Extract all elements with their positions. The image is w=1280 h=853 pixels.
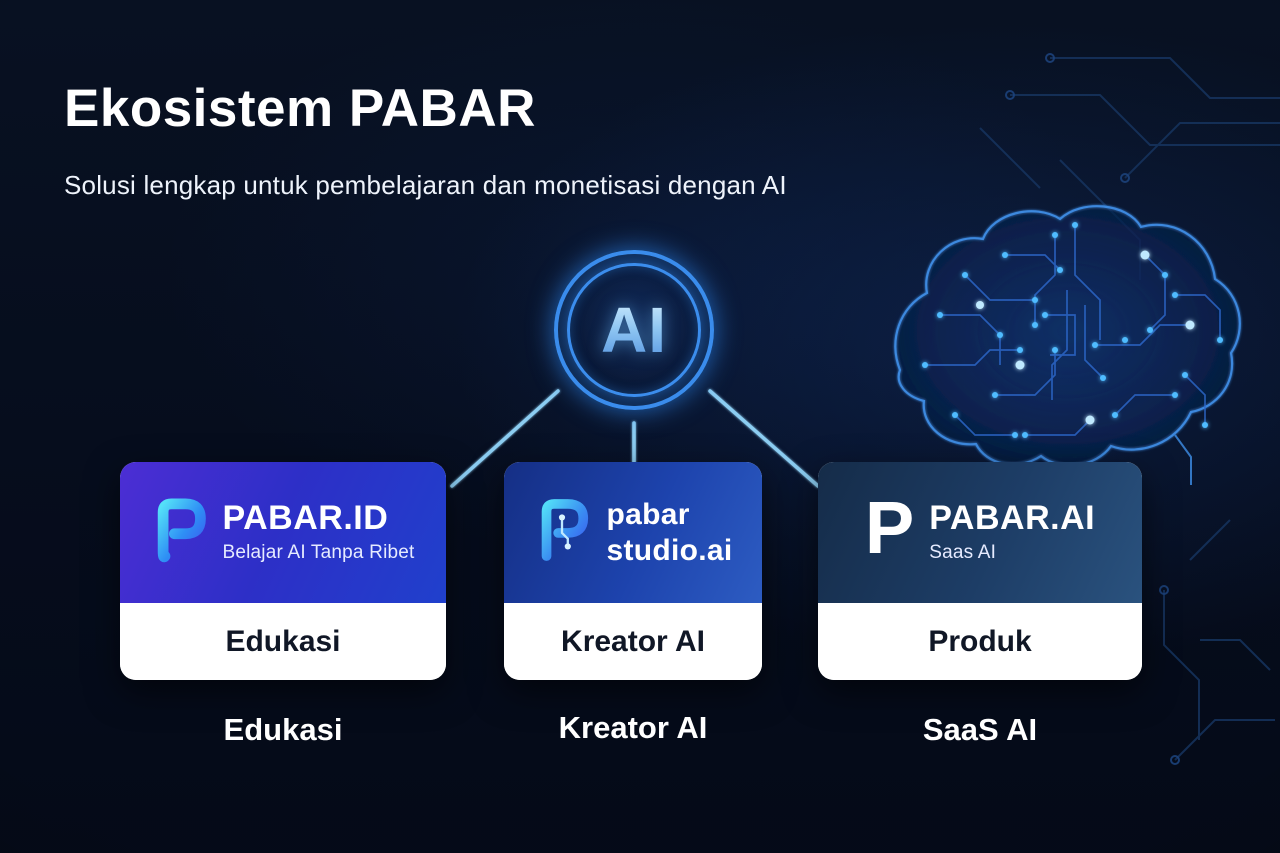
- card-pabar-studio-category: Kreator AI: [561, 624, 705, 658]
- card-pabar-ai: P PABAR.AI Saas AI Produk: [818, 462, 1142, 680]
- card-pabar-id: PABAR.ID Belajar AI Tanpa Ribet Edukasi: [120, 462, 446, 680]
- card-pabar-id-tagline: Belajar AI Tanpa Ribet: [222, 541, 415, 563]
- card-pabar-ai-category-bar: Produk: [818, 603, 1142, 680]
- card-pabar-ai-tagline: Saas AI: [929, 541, 997, 563]
- pabar-ai-logo-icon: P: [864, 486, 915, 570]
- ai-hub-inner-ring: AI: [567, 263, 701, 397]
- page-subtitle: Solusi lengkap untuk pembelajaran dan mo…: [64, 170, 787, 200]
- card-pabar-id-category: Edukasi: [225, 624, 341, 658]
- card-pabar-id-brand: PABAR.ID: [222, 499, 389, 538]
- card-pabar-id-category-bar: Edukasi: [120, 603, 446, 680]
- caption-saas-ai: SaaS AI: [922, 712, 1038, 747]
- pabar-id-logo-icon: [151, 497, 207, 568]
- card-pabar-id-header: PABAR.ID Belajar AI Tanpa Ribet: [120, 462, 446, 603]
- card-pabar-studio: pabar studio.ai Kreator AI: [504, 462, 762, 680]
- ai-hub-label: AI: [601, 294, 667, 366]
- card-pabar-ai-header: P PABAR.AI Saas AI: [818, 462, 1142, 603]
- card-pabar-ai-category: Produk: [928, 624, 1032, 658]
- pabar-studio-logo-icon: [533, 496, 591, 569]
- card-pabar-studio-brand-line1: pabar: [606, 498, 690, 532]
- ai-hub-node: AI: [554, 250, 714, 410]
- card-pabar-studio-category-bar: Kreator AI: [504, 603, 762, 680]
- page-title: Ekosistem PABAR: [64, 79, 536, 138]
- card-pabar-studio-brand-line2: studio.ai: [606, 533, 733, 567]
- card-pabar-studio-header: pabar studio.ai: [504, 462, 762, 603]
- caption-edukasi: Edukasi: [223, 712, 343, 747]
- card-pabar-ai-brand: PABAR.AI: [929, 499, 1096, 538]
- caption-kreator-ai: Kreator AI: [558, 710, 708, 745]
